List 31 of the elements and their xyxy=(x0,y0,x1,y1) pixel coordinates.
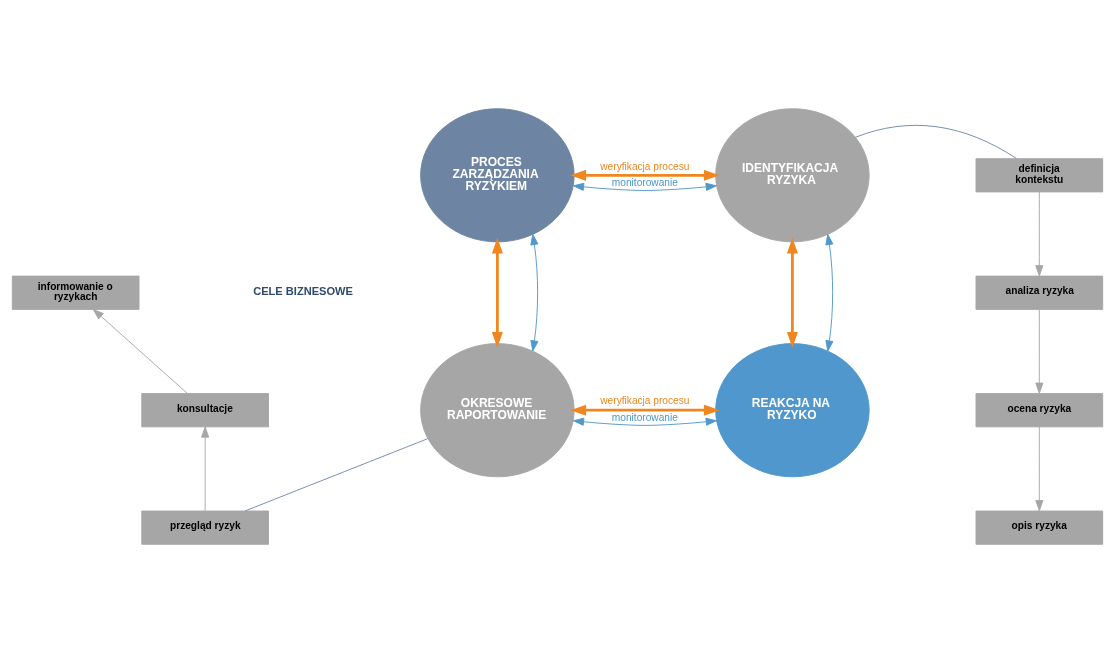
node-ellipse: IDENTYFIKACJA RYZYKA xyxy=(715,107,870,242)
node-ellipse: PROCES ZARZĄDZANIA RYZYKIEM xyxy=(420,107,575,242)
node-ellipse: REAKCJA NA RYZYKO xyxy=(715,342,870,477)
edge-label: weryfikacja procesu xyxy=(600,160,690,172)
arrow xyxy=(201,426,210,511)
node-box: analiza ryzyka xyxy=(975,275,1104,310)
arrow xyxy=(786,237,798,348)
arrow xyxy=(570,169,720,181)
node-box: opis ryzyka xyxy=(975,510,1104,545)
arrow xyxy=(570,404,720,416)
connector xyxy=(244,437,429,511)
arrow xyxy=(1035,308,1044,394)
arrow xyxy=(825,233,834,351)
node-box: informowanie o ryzykach xyxy=(11,275,140,310)
node-box: definicja kontekstu xyxy=(975,157,1104,192)
arrow xyxy=(92,308,188,394)
node-ellipse: OKRESOWE RAPORTOWANIE xyxy=(420,342,575,477)
arrow xyxy=(530,233,539,351)
arrow xyxy=(573,417,717,426)
node-box: ocena ryzyka xyxy=(975,392,1104,427)
connector xyxy=(855,124,1017,159)
arrow xyxy=(491,237,503,348)
arrow xyxy=(573,182,717,191)
edge-label: monitorowanie xyxy=(611,411,678,423)
node-box: przegląd ryzyk xyxy=(141,510,269,545)
edge-label: weryfikacja procesu xyxy=(600,394,690,406)
arrow xyxy=(1035,426,1044,511)
label: CELE BIZNESOWE xyxy=(253,284,353,297)
edge-label: monitorowanie xyxy=(611,176,678,188)
node-box: konsultacje xyxy=(141,392,269,427)
arrow xyxy=(1035,191,1044,276)
